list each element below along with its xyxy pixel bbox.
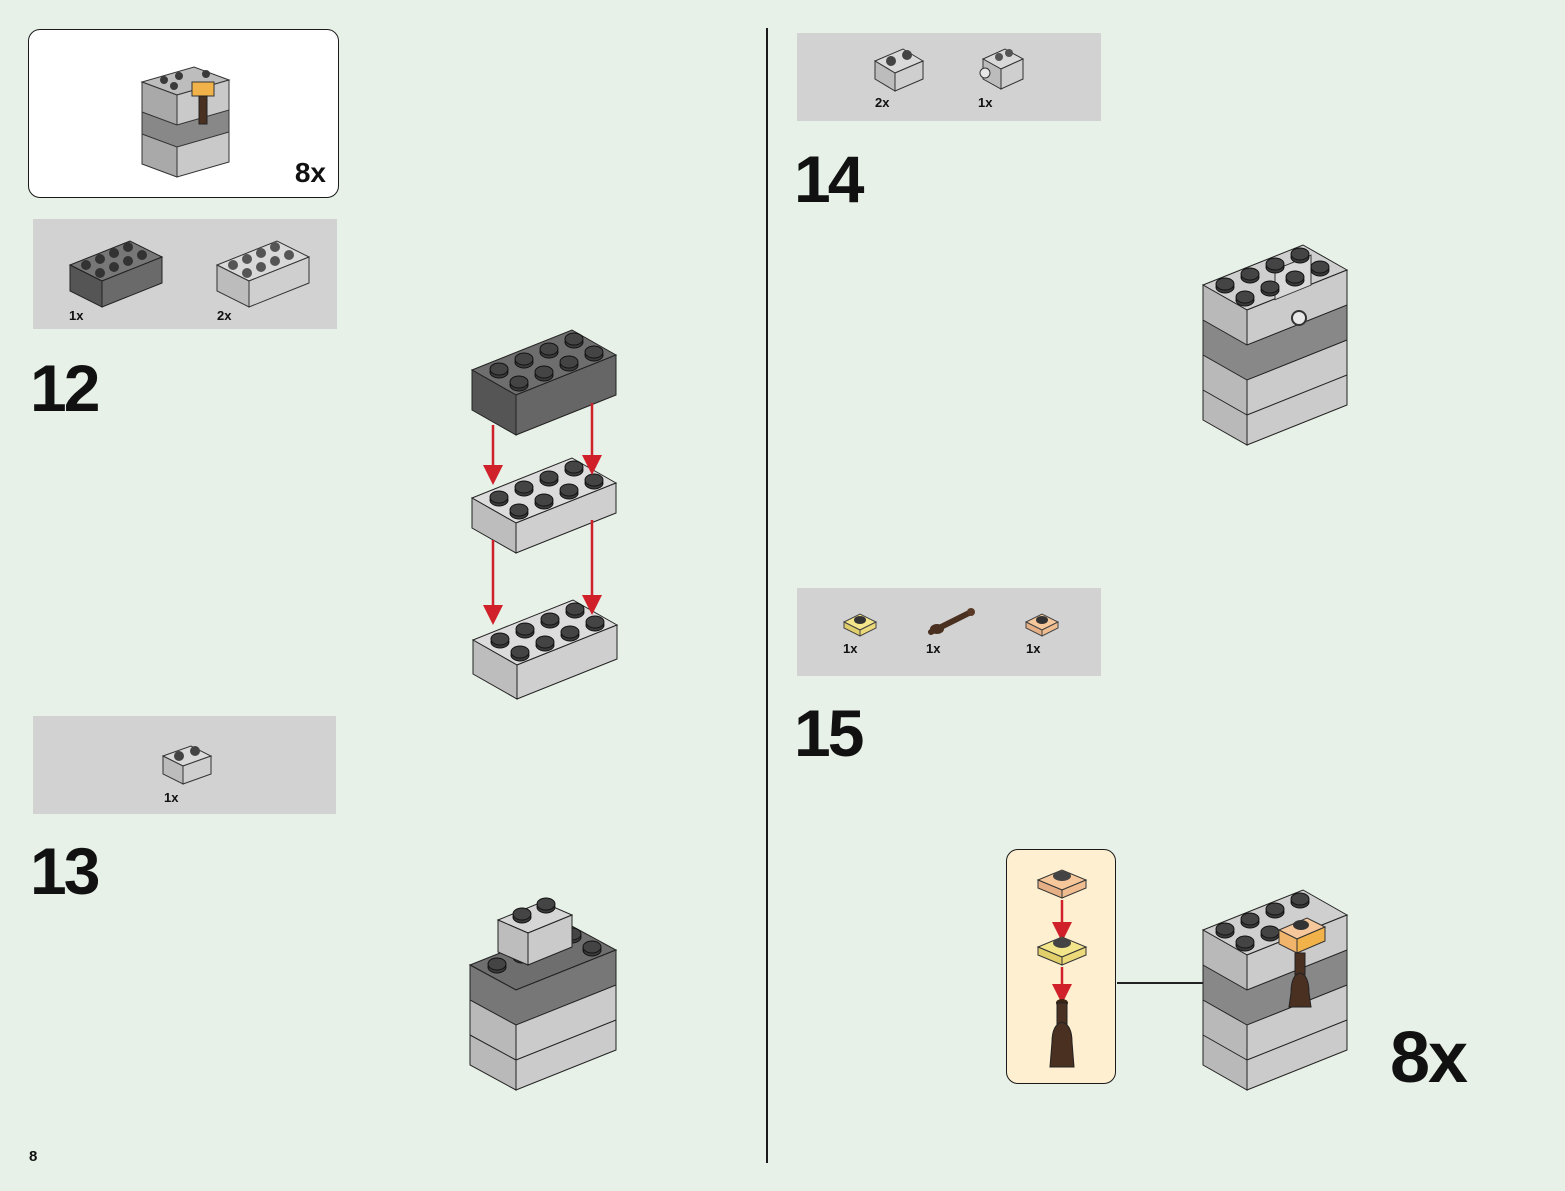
part-qty: 2x <box>875 95 889 110</box>
step-number-13: 13 <box>30 838 97 904</box>
torch-subassembly-callout <box>1006 849 1116 1084</box>
yellow-round-plate-icon <box>842 610 878 640</box>
part-qty: 1x <box>926 641 940 656</box>
step-15-illustration <box>1195 885 1355 1095</box>
step-number-14: 14 <box>794 146 861 212</box>
part-qty: 1x <box>69 308 83 323</box>
parts-list-step-14: 2x 1x <box>797 33 1101 121</box>
callout-count: 8x <box>295 157 326 189</box>
subassembly-callout: 8x <box>28 29 339 198</box>
light-gray-brick-1x2-icon <box>873 47 927 93</box>
step-number-15: 15 <box>794 700 861 766</box>
page-divider <box>766 28 768 1163</box>
step-number-12: 12 <box>30 355 97 421</box>
assembly-multiplier: 8x <box>1390 1022 1466 1094</box>
part-qty: 1x <box>978 95 992 110</box>
parts-list-step-13: 1x <box>33 716 336 814</box>
parts-list-step-15: 1x 1x 1x <box>797 588 1101 676</box>
brick-with-clip-icon <box>977 45 1029 93</box>
page-number: 8 <box>29 1148 37 1165</box>
step-12-illustration <box>462 325 632 710</box>
light-gray-brick-2x4-icon <box>215 237 315 309</box>
pillar-subassembly-icon <box>134 52 244 182</box>
part-qty: 1x <box>1026 641 1040 656</box>
brown-bar-icon <box>923 604 979 640</box>
torch-subassembly-icon <box>1032 862 1092 1077</box>
part-qty: 1x <box>164 790 178 805</box>
parts-list-step-12: 1x 2x <box>33 219 337 329</box>
orange-round-plate-icon <box>1024 610 1060 640</box>
step-14-illustration <box>1195 240 1355 450</box>
step-13-illustration <box>462 895 632 1095</box>
part-qty: 2x <box>217 308 231 323</box>
dark-gray-brick-2x4-icon <box>68 237 168 309</box>
light-gray-brick-1x2-icon <box>161 744 215 786</box>
part-qty: 1x <box>843 641 857 656</box>
